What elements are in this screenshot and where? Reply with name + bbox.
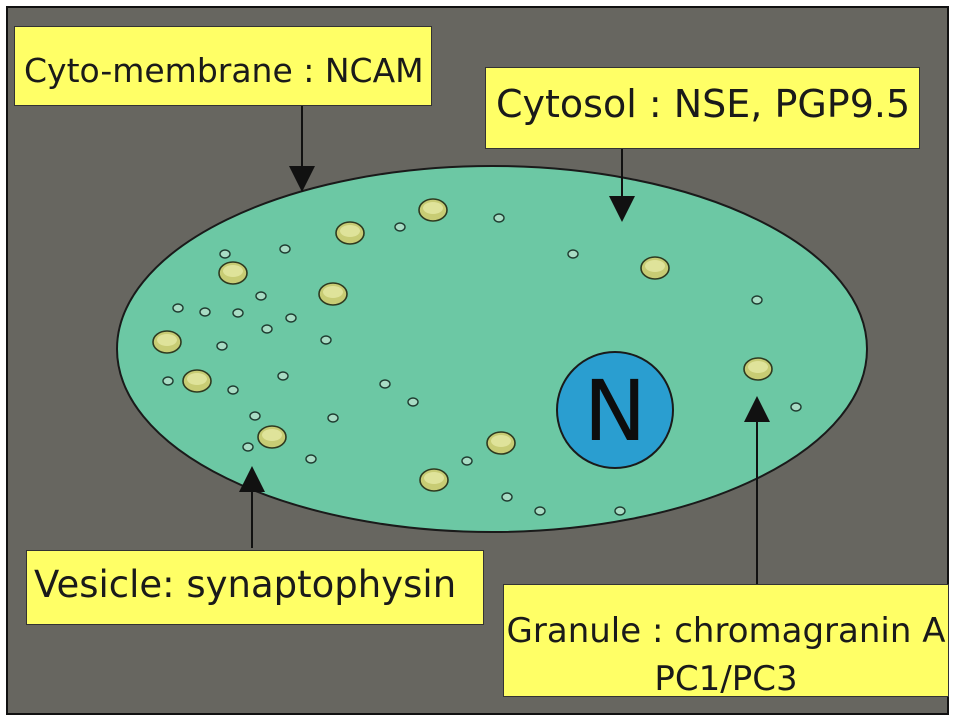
vesicle [285,313,297,323]
granule [318,282,348,306]
granule [218,261,248,285]
granule [182,369,212,393]
granule [743,357,773,381]
vesicle-label: Vesicle: synaptophysin [26,550,484,625]
vesicle [162,376,174,386]
arrow-up-icon [744,396,770,586]
vesicle [327,413,339,423]
cytosol-text: Cytosol : NSE, PGP9.5 [496,82,911,126]
granule [257,425,287,449]
vesicle [501,492,513,502]
vesicle [461,456,473,466]
vesicle [227,385,239,395]
vesicle [219,249,231,259]
vesicle [614,506,626,516]
cyto-membrane-label: Cyto-membrane : NCAM [14,26,432,106]
vesicle [255,291,267,301]
vesicle [199,307,211,317]
granule [152,330,182,354]
granule [640,256,670,280]
vesicle-group [162,213,802,516]
vesicle [305,454,317,464]
vesicle [790,402,802,412]
vesicle [751,295,763,305]
vesicle [534,506,546,516]
nucleus-label: N [584,362,647,460]
granule-group [152,198,773,492]
vesicle-text: Vesicle: synaptophysin [34,563,457,606]
granule-text-line1: Granule : chromagranin A [506,611,946,651]
vesicle [261,324,273,334]
vesicle [279,244,291,254]
vesicle [232,308,244,318]
vesicle [249,411,261,421]
arrow-down-icon [289,106,315,192]
granule [418,198,448,222]
vesicle [172,303,184,313]
granule [335,221,365,245]
vesicle [216,341,228,351]
vesicle [242,442,254,452]
vesicle [407,397,419,407]
cell-membrane [116,165,868,533]
vesicle [277,371,289,381]
vesicle [320,335,332,345]
vesicle [493,213,505,223]
vesicle [394,222,406,232]
nucleus [556,351,674,469]
cytosol-label: Cytosol : NSE, PGP9.5 [485,67,920,149]
granule-label: Granule : chromagranin A PC1/PC3 [503,584,949,699]
granule [486,431,516,455]
vesicle [379,379,391,389]
granule-text-line2: PC1/PC3 [654,659,798,699]
vesicle [567,249,579,259]
granule [419,468,449,492]
arrow-up-icon [239,466,265,548]
cyto-membrane-text: Cyto-membrane : NCAM [24,51,424,90]
